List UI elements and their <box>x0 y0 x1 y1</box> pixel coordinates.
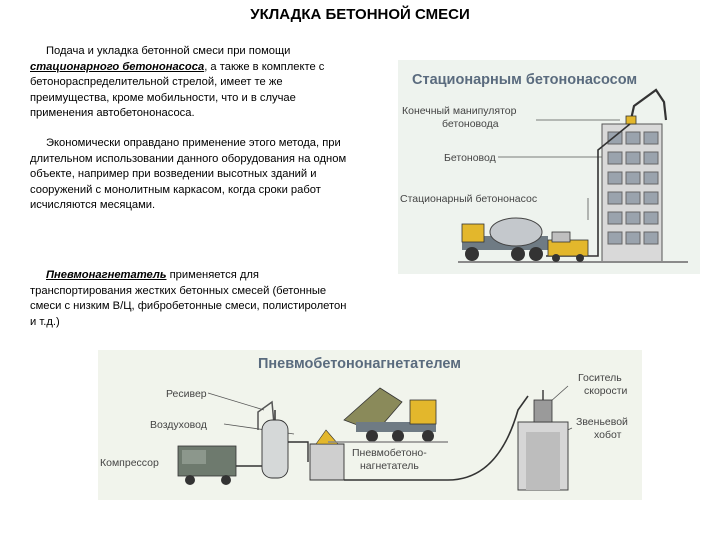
paragraph-economics: Экономически оправдано применение этого … <box>30 136 352 214</box>
label-air-duct: Воздуховод <box>150 419 207 431</box>
para3-term: Пневмонагнетатель <box>46 269 167 281</box>
leader-line <box>549 385 569 403</box>
air-duct-pipe <box>257 400 275 430</box>
dump-truck <box>343 387 437 442</box>
leader-line <box>207 392 265 411</box>
label-placer-line2: нагнетатель <box>360 460 419 472</box>
label-receiver: Ресивер <box>166 388 207 400</box>
label-placer-line1: Пневмобетоно- <box>352 447 427 459</box>
label-concrete-line: Бетоновод <box>444 152 496 164</box>
concrete-pipeline <box>344 395 529 481</box>
label-end-manipulator-line1: Конечный манипулятор <box>402 105 517 117</box>
formwork-column <box>517 390 569 491</box>
pneumatic-placer-figure: Пневмобетононагнетателем Ресивер Воздухо… <box>98 350 642 500</box>
label-velocity-damper-line2: скорости <box>584 385 628 397</box>
placing-boom <box>625 88 668 125</box>
label-end-manipulator-line2: бетоновода <box>442 118 499 130</box>
para1-rest: , а также в комплекте с бетонораспредели… <box>30 60 325 120</box>
label-link-trunk-line2: хобот <box>594 429 622 441</box>
figure1-title: Стационарным бетононасосом <box>412 72 637 88</box>
label-stationary-pump: Стационарный бетононасос <box>400 193 537 205</box>
page-title: УКЛАДКА БЕТОННОЙ СМЕСИ <box>250 6 470 23</box>
air-duct-link <box>288 441 309 462</box>
receiver-tank <box>261 410 289 479</box>
paragraph-stationary-pump: Подача и укладка бетонной смеси при помо… <box>30 44 352 122</box>
figure2-title: Пневмобетононагнетателем <box>258 356 461 372</box>
para2-text: Экономически оправдано применение этого … <box>30 137 347 211</box>
para1-term: стационарного бетононасоса <box>30 60 205 73</box>
mixer-truck <box>461 217 548 261</box>
label-velocity-damper-line1: Госитель <box>578 372 622 384</box>
paragraph-pneumatic: Пневмонагнетатель применяется для трансп… <box>30 268 352 330</box>
para3-rest: применяется для транспортирования жестки… <box>30 269 347 328</box>
label-link-trunk-line1: Звеньевой <box>576 416 628 428</box>
stationary-pump-figure: Стационарным бетононасосом Конечный мани… <box>398 60 700 274</box>
para1-intro: Подача и укладка бетонной смеси при помо… <box>46 45 291 57</box>
building-frame <box>601 123 663 263</box>
label-compressor: Компрессор <box>100 457 159 469</box>
compressor <box>177 445 237 485</box>
stationary-pump <box>547 231 589 262</box>
